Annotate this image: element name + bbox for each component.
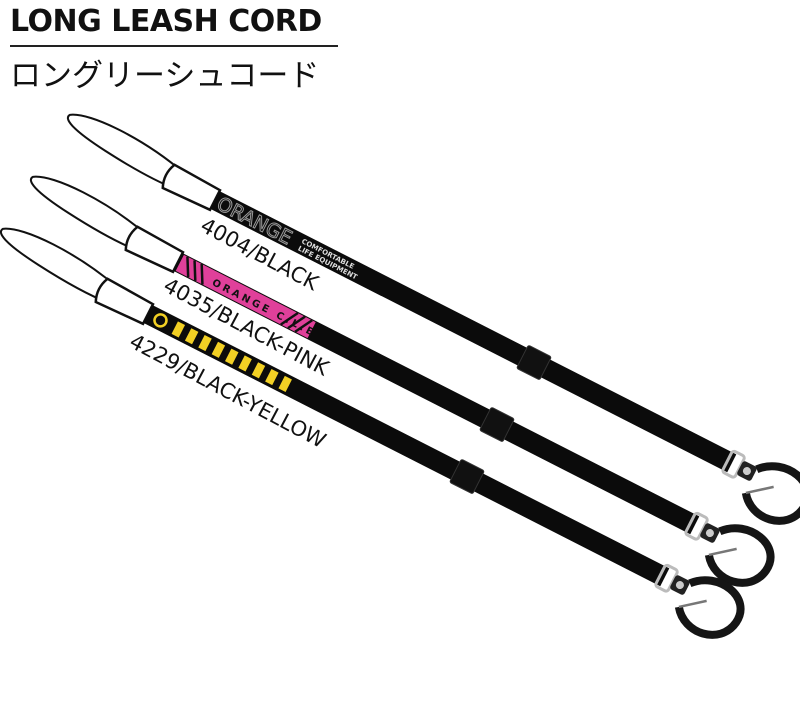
page-subtitle: ロングリーシュコード <box>10 58 320 94</box>
strap-4229-black-yellow <box>0 220 749 646</box>
title-divider <box>10 45 338 47</box>
page-title: LONG LEASH CORD <box>10 4 322 39</box>
yellow-block-pattern <box>153 313 292 392</box>
strap-4035-black-pink: ORANGE C.L.E <box>13 168 779 594</box>
